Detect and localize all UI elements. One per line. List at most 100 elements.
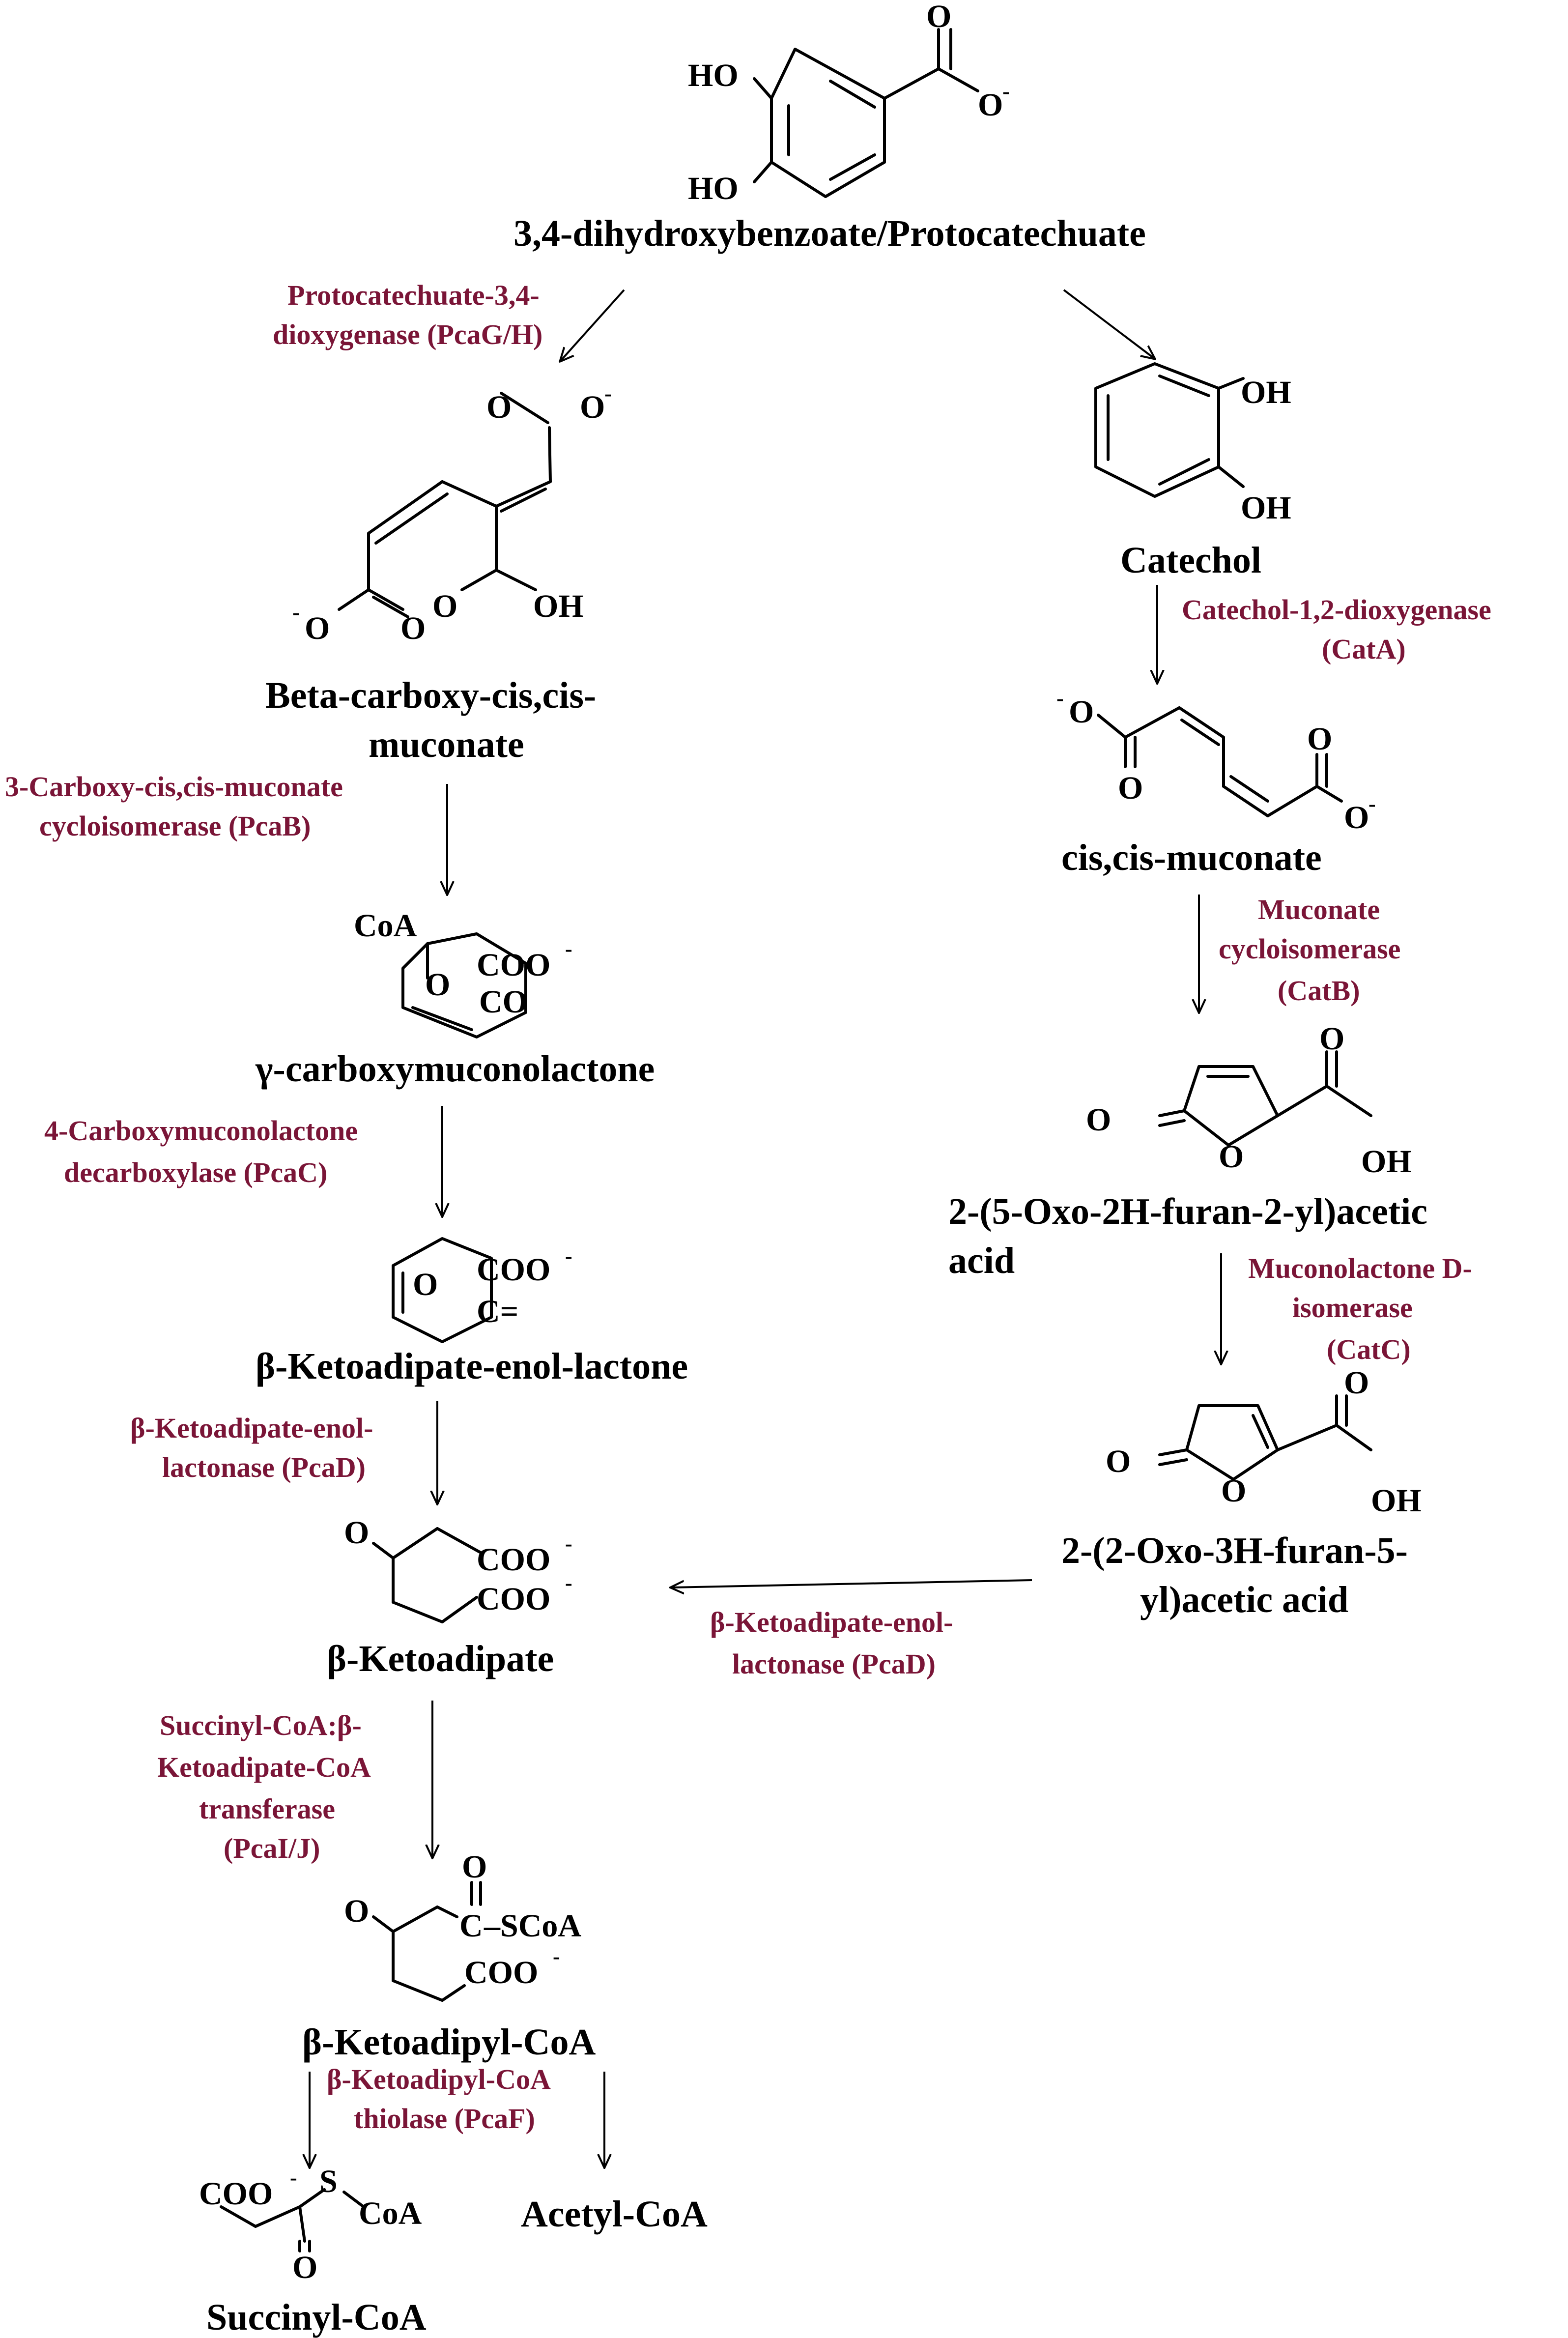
sulfur-label: S xyxy=(319,2164,338,2199)
compound-gamma-carboxymuconolactone: γ-carboxymuconolactone xyxy=(255,1048,655,1090)
oxygen-label: O xyxy=(344,1893,369,1929)
charge-label: - xyxy=(1002,79,1010,103)
enzyme-cata-line1: Catechol-1,2-dioxygenase xyxy=(1182,594,1491,626)
oxygen-label: O xyxy=(1069,694,1094,730)
coa-label: CoA xyxy=(354,908,417,944)
oxygen-label: O xyxy=(425,967,450,1003)
enzyme-pcad-line2: lactonase (PcaD) xyxy=(162,1451,366,1483)
hydroxyl-label: OH xyxy=(1361,1144,1412,1180)
structure-succinyl-coa: COO - S CoA O xyxy=(199,2164,422,2285)
structure-cis-cis-muconate: O - O O O - xyxy=(1056,686,1376,836)
enzyme-cata-line2: (CatA) xyxy=(1322,633,1406,665)
compound-cis-cis-muconate: cis,cis-muconate xyxy=(1061,837,1322,878)
reaction-arrow xyxy=(560,289,625,361)
charge-label: - xyxy=(565,937,572,961)
enzyme-pcab-line1: 3-Carboxy-cis,cis-muconate xyxy=(5,771,343,803)
compound-furan-b-line2: yl)acetic acid xyxy=(1140,1579,1348,1620)
enzyme-pcagh-line1: Protocatechuate-3,4- xyxy=(287,279,540,311)
enzyme-pcaij-line4: (PcaI/J) xyxy=(224,1832,320,1864)
enzyme-pcac-line1: 4-Carboxymuconolactone xyxy=(44,1115,358,1147)
enzyme-catc-line2: isomerase xyxy=(1292,1292,1413,1324)
oxygen-label: O xyxy=(1344,1365,1369,1401)
compound-succinyl-coa: Succinyl-CoA xyxy=(206,2297,427,2338)
enzyme-pcaij-line3: transferase xyxy=(199,1793,335,1825)
enzyme-catb-line3: (CatB) xyxy=(1278,975,1360,1007)
charge-label: - xyxy=(604,381,612,405)
enzyme-pcad-line1: β-Ketoadipate-enol- xyxy=(710,1606,953,1638)
carbon-label: C= xyxy=(477,1294,518,1329)
reaction-arrow xyxy=(671,1579,1032,1588)
oxygen-label: O xyxy=(1118,770,1143,806)
enzyme-pcad-line2: lactonase (PcaD) xyxy=(732,1648,936,1680)
charge-label: - xyxy=(565,1531,572,1556)
structure-ketoadipate: O COO - COO - xyxy=(344,1515,572,1623)
enzyme-pcaf-line1: β-Ketoadipyl-CoA xyxy=(327,2063,551,2095)
compound-furan-a-line1: 2-(5-Oxo-2H-furan-2-yl)acetic xyxy=(948,1191,1427,1232)
carboxylate-label: COO xyxy=(477,1252,550,1288)
oxygen-label: O xyxy=(400,610,426,646)
compound-beta-carboxy-muconate-line1: Beta-carboxy-cis,cis- xyxy=(265,675,596,716)
compound-ketoadipate: β-Ketoadipate xyxy=(327,1638,554,1679)
oxygen-label: O xyxy=(1307,721,1332,757)
compound-protocatechuate: 3,4-dihydroxybenzoate/Protocatechuate xyxy=(513,213,1146,254)
oxygen-label: O xyxy=(978,87,1003,123)
enzyme-pcad-line1: β-Ketoadipate-enol- xyxy=(130,1412,373,1444)
oxygen-label: O xyxy=(344,1515,369,1551)
oxygen-label: O xyxy=(1086,1102,1111,1138)
enzyme-pcaij-line1: Succinyl-CoA:β- xyxy=(160,1709,362,1741)
oxygen-label: O xyxy=(432,588,457,624)
compound-enol-lactone: β-Ketoadipate-enol-lactone xyxy=(256,1346,688,1387)
coa-label: CoA xyxy=(359,2195,422,2231)
structure-furan-a: O O O OH xyxy=(1086,1021,1412,1180)
enzyme-pcac-line2: decarboxylase (PcaC) xyxy=(64,1156,327,1188)
compound-furan-b-line1: 2-(2-Oxo-3H-furan-5- xyxy=(1061,1530,1408,1571)
structure-ketoadipyl-coa: O O C –SCoA COO - xyxy=(344,1849,581,2002)
enzyme-catc-line3: (CatC) xyxy=(1327,1333,1411,1365)
charge-label: - xyxy=(1056,686,1064,710)
enzyme-pcagh-line2: dioxygenase (PcaG/H) xyxy=(273,318,542,350)
carboxylate-label: COO xyxy=(477,947,550,983)
structure-furan-b: O O O OH xyxy=(1106,1365,1422,1519)
charge-label: - xyxy=(292,600,300,624)
enzyme-catb-line1: Muconate xyxy=(1258,894,1380,925)
oxygen-label: O xyxy=(580,389,605,425)
enzyme-catc-line1: Muconolactone D- xyxy=(1248,1252,1472,1284)
structure-protocatechuate: HO HO O O - xyxy=(688,0,1010,206)
oxygen-label: O xyxy=(486,389,512,425)
oxygen-label: O xyxy=(305,610,330,646)
carboxylate-label: COO xyxy=(477,1542,550,1578)
hydroxyl-label: OH xyxy=(533,588,584,624)
compound-catechol: Catechol xyxy=(1120,540,1261,581)
carboxylate-label: COO xyxy=(199,2176,273,2212)
enzyme-pcab-line2: cycloisomerase (PcaB) xyxy=(39,810,311,842)
reaction-arrow xyxy=(1063,289,1155,359)
hydroxyl-label: OH xyxy=(1371,1483,1422,1519)
oxygen-label: O xyxy=(1344,800,1369,836)
thioester-label: –SCoA xyxy=(484,1908,581,1944)
carbonyl-label: CO xyxy=(479,984,528,1020)
oxygen-label: O xyxy=(462,1849,487,1885)
compound-acetyl-coa: Acetyl-CoA xyxy=(521,2194,708,2235)
charge-label: - xyxy=(1368,792,1376,816)
oxygen-label: O xyxy=(1319,1021,1344,1057)
enzyme-pcaf-line2: thiolase (PcaF) xyxy=(354,2103,535,2135)
structure-gamma-carboxymuconolactone: CoA O COO - CO xyxy=(354,908,572,1039)
hydroxyl-label: OH xyxy=(1241,490,1291,526)
structure-catechol: OH OH xyxy=(1094,362,1291,526)
structure-beta-carboxy-muconate: O O - O - O O OH xyxy=(292,381,612,646)
enzyme-catb-line2: cycloisomerase xyxy=(1219,933,1400,965)
oxygen-label: O xyxy=(292,2250,317,2285)
oxygen-label: O xyxy=(1106,1443,1131,1479)
carbon-label: C xyxy=(459,1908,483,1944)
compound-ketoadipyl-coa: β-Ketoadipyl-CoA xyxy=(302,2021,596,2063)
oxygen-label: O xyxy=(1219,1139,1244,1175)
hydroxyl-label: HO xyxy=(688,58,739,93)
oxygen-label: O xyxy=(413,1267,438,1302)
enzyme-pcaij-line2: Ketoadipate-CoA xyxy=(157,1751,371,1783)
carboxylate-label: COO xyxy=(477,1581,550,1617)
charge-label: - xyxy=(553,1944,560,1968)
oxygen-label: O xyxy=(926,0,951,34)
hydroxyl-label: OH xyxy=(1241,375,1291,410)
carboxylate-label: COO xyxy=(464,1955,538,1991)
